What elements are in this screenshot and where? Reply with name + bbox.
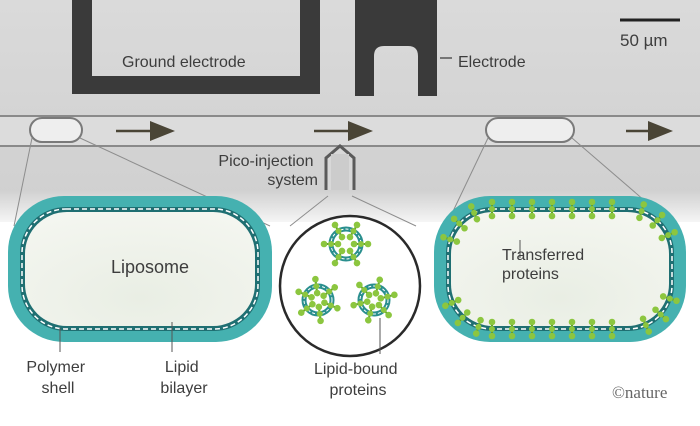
electrode-shape bbox=[355, 0, 437, 96]
vesicle-protein bbox=[350, 240, 372, 248]
transferred-protein bbox=[608, 198, 616, 220]
vesicle-protein bbox=[312, 275, 321, 297]
transferred-protein bbox=[548, 198, 556, 220]
liposome-panel: Liposome bbox=[8, 196, 272, 342]
transferred-panel: Transferred proteins bbox=[434, 196, 686, 342]
vesicle-protein bbox=[321, 299, 341, 312]
zoom-circle bbox=[278, 214, 422, 358]
transferred-protein bbox=[508, 198, 516, 220]
vesicle bbox=[295, 275, 341, 325]
transferred-protein bbox=[467, 203, 481, 223]
lipid-bilayer-label: Lipid bilayer bbox=[160, 359, 208, 397]
injection-panel bbox=[278, 214, 422, 358]
lipid-bilayer-dash-left bbox=[21, 208, 259, 330]
transferred-label-line1: Transferred bbox=[502, 247, 584, 264]
transferred-protein bbox=[639, 315, 653, 335]
transferred-protein bbox=[442, 296, 462, 310]
transferred-protein bbox=[450, 215, 468, 232]
transferred-protein bbox=[588, 198, 596, 220]
transferred-protein bbox=[608, 318, 616, 340]
polymer-shell-label: Polymer shell bbox=[26, 359, 89, 397]
lipid-bound-line2: proteins bbox=[330, 382, 387, 399]
vesicle-protein bbox=[346, 221, 361, 241]
vesicle-protein bbox=[364, 303, 376, 324]
scale-bar-label: 50 µm bbox=[620, 31, 668, 50]
vesicle-protein bbox=[315, 303, 324, 325]
transferred-protein bbox=[528, 198, 536, 220]
droplet-left bbox=[29, 117, 83, 143]
vesicle-protein bbox=[331, 247, 346, 267]
lipid-bound-proteins-group bbox=[295, 221, 398, 325]
transferred-proteins-group bbox=[440, 198, 680, 340]
ground-electrode-label: Ground electrode bbox=[122, 54, 246, 71]
injection-label: Pico-injection system bbox=[218, 153, 318, 189]
lipid-bilayer-line2: bilayer bbox=[160, 380, 208, 397]
vesicle-protein bbox=[350, 298, 371, 309]
zoom-line-left-a bbox=[13, 137, 33, 227]
vesicle-protein bbox=[372, 276, 384, 297]
injection-label-line1: Pico-injection bbox=[218, 153, 313, 170]
transferred-protein bbox=[548, 318, 556, 340]
vesicle-protein bbox=[297, 300, 316, 316]
transferred-protein bbox=[488, 318, 496, 340]
transferred-label-line2: proteins bbox=[502, 266, 559, 283]
lipid-bilayer-dash-right bbox=[447, 208, 673, 330]
lipid-bilayer-line1: Lipid bbox=[165, 359, 199, 376]
transferred-protein bbox=[454, 309, 471, 327]
polymer-shell-line1: Polymer bbox=[26, 359, 85, 376]
lipid-bound-label: Lipid-bound proteins bbox=[314, 361, 402, 399]
transferred-protein bbox=[658, 228, 678, 242]
ground-electrode-shape bbox=[72, 0, 320, 94]
pico-injector-core bbox=[331, 154, 349, 190]
polymer-shell-line2: shell bbox=[42, 380, 75, 397]
transferred-protein bbox=[488, 198, 496, 220]
electrode-label: Electrode bbox=[458, 54, 526, 71]
vesicle-protein bbox=[377, 291, 398, 302]
transferred-protein bbox=[568, 318, 576, 340]
transferred-protein bbox=[649, 211, 666, 229]
transferred-protein bbox=[568, 198, 576, 220]
transferred-protein bbox=[472, 316, 484, 337]
transferred-protein bbox=[652, 306, 670, 323]
transferred-protein bbox=[659, 293, 680, 305]
vesicle bbox=[320, 221, 372, 267]
vesicle-protein bbox=[331, 221, 346, 241]
vesicle-protein bbox=[295, 288, 315, 301]
vesicle-protein bbox=[320, 284, 339, 300]
transferred-protein bbox=[528, 318, 536, 340]
liposome-label: Liposome bbox=[111, 257, 189, 277]
droplet-right bbox=[485, 117, 575, 143]
zoom-line-mid-b bbox=[351, 195, 417, 227]
vesicle bbox=[350, 276, 398, 324]
lipid-bound-line1: Lipid-bound bbox=[314, 361, 398, 378]
transferred-label: Transferred proteins bbox=[502, 247, 589, 283]
liposome-interior-left bbox=[25, 212, 255, 326]
vesicle-protein bbox=[346, 247, 361, 267]
transferred-protein bbox=[508, 318, 516, 340]
transferred-protein bbox=[636, 201, 648, 222]
injection-label-line2: system bbox=[267, 172, 318, 189]
zoom-line-mid-a bbox=[289, 195, 329, 227]
liposome-interior-right bbox=[451, 212, 669, 326]
transferred-protein bbox=[588, 318, 596, 340]
micrograph: 50 µm Ground electrode Electrode Pico-in… bbox=[0, 0, 700, 230]
vesicle-protein bbox=[320, 240, 342, 248]
bottom-labels: Polymer shell Lipid bilayer Lipid-bound … bbox=[26, 318, 667, 402]
vesicle-protein bbox=[375, 301, 392, 319]
transferred-protein bbox=[440, 233, 461, 245]
vesicle-protein bbox=[356, 281, 373, 299]
nature-credit: ©nature bbox=[612, 383, 667, 402]
